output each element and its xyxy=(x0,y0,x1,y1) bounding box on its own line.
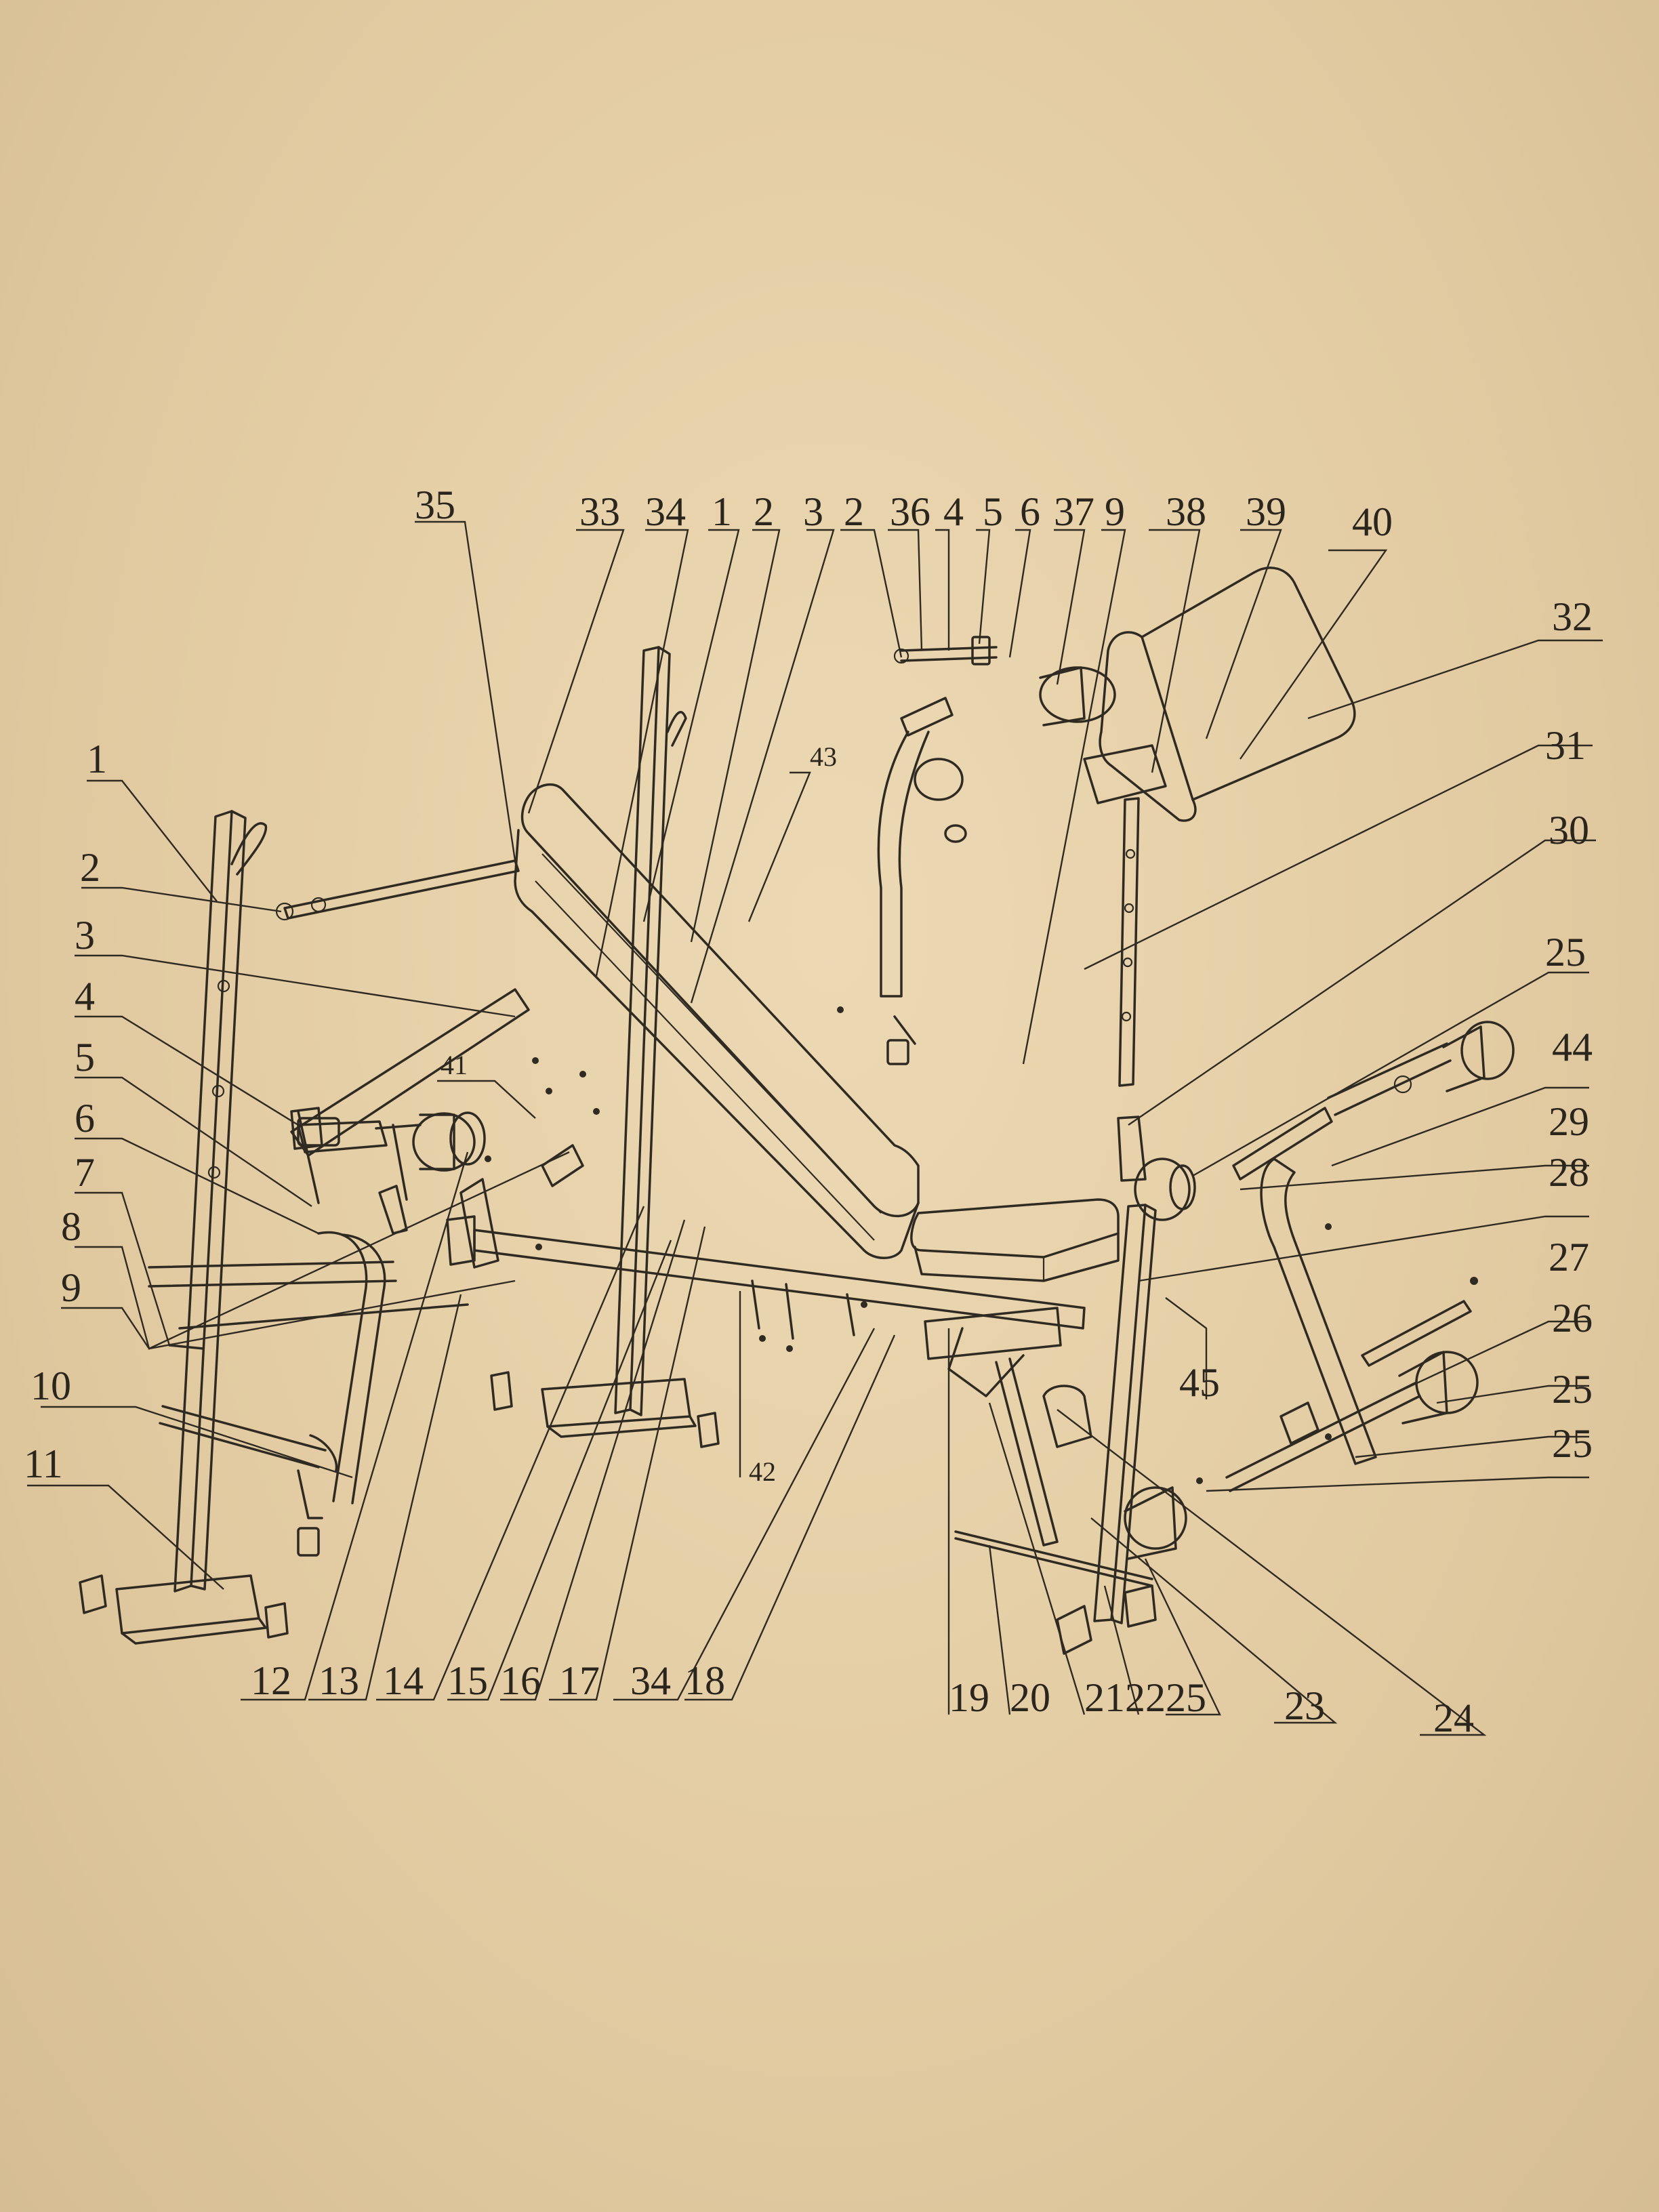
label-8: 8 xyxy=(61,1204,81,1249)
part-number-labels: 35 33 34 1 2 3 2 36 4 5 6 37 9 38 39 40 … xyxy=(24,483,1593,1740)
label-37: 37 xyxy=(1054,489,1094,534)
label-34: 34 xyxy=(645,489,686,534)
label-1: 1 xyxy=(712,489,732,534)
label-44: 44 xyxy=(1552,1025,1593,1069)
hardware-fasteners xyxy=(485,1006,1478,1484)
arm-curl-bar xyxy=(877,636,1116,1065)
label-26: 26 xyxy=(1552,1296,1593,1340)
label-29: 29 xyxy=(1549,1099,1589,1144)
main-frame-rail xyxy=(473,1229,1086,1340)
label-30: 30 xyxy=(1549,808,1589,853)
label-20: 20 xyxy=(1010,1675,1050,1720)
center-base-foot xyxy=(490,1371,720,1448)
label-38: 38 xyxy=(1166,489,1206,534)
label-40: 40 xyxy=(1352,499,1393,544)
label-7: 7 xyxy=(75,1150,95,1195)
rear-base-frame xyxy=(924,1307,1157,1655)
label-2: 2 xyxy=(844,489,864,534)
label-13: 13 xyxy=(319,1658,359,1703)
label-36: 36 xyxy=(890,489,930,534)
label-31: 31 xyxy=(1545,723,1586,768)
label-24: 24 xyxy=(1433,1696,1474,1740)
label-1: 1 xyxy=(87,737,107,781)
label-16: 16 xyxy=(500,1658,541,1703)
left-crossbar-tube xyxy=(148,1261,397,1557)
backrest-support-rod xyxy=(275,859,520,921)
backrest-pad xyxy=(514,783,920,1259)
label-2: 2 xyxy=(80,845,100,890)
label-25: 25 xyxy=(1552,1367,1593,1412)
label-4: 4 xyxy=(75,974,95,1019)
label-14: 14 xyxy=(383,1658,424,1703)
label-19: 19 xyxy=(949,1675,989,1720)
left-upright-post xyxy=(173,810,268,1593)
label-10: 10 xyxy=(30,1364,71,1408)
label-12: 12 xyxy=(251,1658,291,1703)
seat-pad xyxy=(910,1198,1120,1282)
label-35: 35 xyxy=(415,483,455,527)
bench-parts-drawing xyxy=(79,567,1515,1655)
label-25: 25 xyxy=(1545,930,1586,975)
label-33: 33 xyxy=(579,489,620,534)
label-22: 22 xyxy=(1125,1675,1166,1720)
label-15: 15 xyxy=(447,1658,488,1703)
label-43: 43 xyxy=(810,741,837,772)
label-9: 9 xyxy=(61,1265,81,1310)
label-23: 23 xyxy=(1284,1683,1325,1728)
lower-leg-developer xyxy=(1042,1300,1479,1560)
label-5: 5 xyxy=(75,1035,95,1080)
label-45: 45 xyxy=(1179,1360,1220,1405)
label-32: 32 xyxy=(1552,594,1593,639)
label-6: 6 xyxy=(75,1096,95,1141)
leg-extension-arm xyxy=(1134,1021,1515,1465)
label-6: 6 xyxy=(1020,489,1040,534)
label-39: 39 xyxy=(1246,489,1286,534)
label-21: 21 xyxy=(1084,1675,1125,1720)
label-3: 3 xyxy=(803,489,823,534)
center-upright-post xyxy=(614,646,687,1416)
label-11: 11 xyxy=(24,1441,63,1486)
label-27: 27 xyxy=(1549,1235,1589,1279)
label-18: 18 xyxy=(684,1658,725,1703)
callout-leader-lines xyxy=(27,520,1603,1736)
label-28: 28 xyxy=(1549,1150,1589,1195)
label-17: 17 xyxy=(559,1658,600,1703)
label-9: 9 xyxy=(1105,489,1125,534)
left-base-foot xyxy=(79,1574,289,1645)
label-41: 41 xyxy=(441,1050,468,1080)
label-5: 5 xyxy=(983,489,1003,534)
label-34: 34 xyxy=(630,1658,671,1703)
label-2: 2 xyxy=(754,489,774,534)
label-3: 3 xyxy=(75,913,95,958)
left-leg-developer xyxy=(168,988,584,1504)
label-25: 25 xyxy=(1552,1421,1593,1466)
preacher-curl-pad xyxy=(1083,567,1356,822)
label-25: 25 xyxy=(1166,1675,1206,1720)
label-4: 4 xyxy=(943,489,964,534)
label-42: 42 xyxy=(749,1456,776,1487)
